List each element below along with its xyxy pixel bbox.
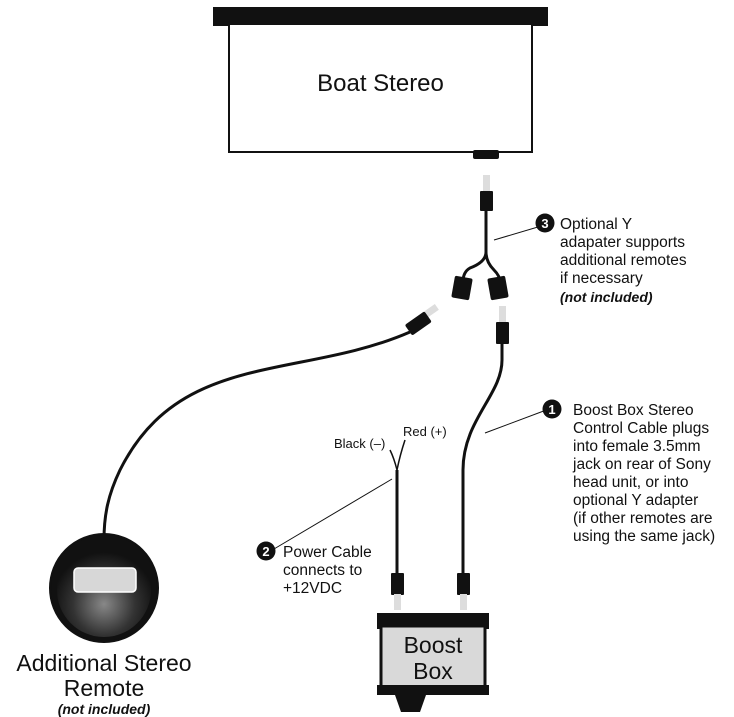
control-cable-top-tip [499, 306, 506, 324]
callout-2-line: +12VDC [283, 580, 343, 597]
black-wire-end [389, 449, 398, 471]
remote-cable-wire [102, 330, 411, 541]
callout-3-line: Optional Y [560, 216, 633, 233]
callout-3-line: adapater supports [560, 234, 685, 251]
badge-1: 1 [542, 399, 562, 419]
boost-box-line: Boost [403, 632, 463, 658]
callout-1-line: into female 3.5mm [573, 438, 701, 455]
boost-box-foot [395, 695, 426, 712]
stereo-rear-jack [473, 150, 499, 159]
badge-2: 2 [256, 541, 276, 561]
red-wire-label: Red (+) [403, 424, 447, 439]
boost-box [377, 613, 489, 712]
power-cable-tip [394, 594, 401, 610]
control-cable-wire [461, 343, 504, 575]
callout-1-line: optional Y adapter [573, 492, 699, 509]
leader-line-1 [484, 408, 550, 434]
power-cable-plug [391, 573, 404, 595]
badge-3: 3 [535, 213, 555, 233]
callout-3-line: additional remotes [560, 252, 687, 269]
badge-1-number: 1 [548, 402, 555, 417]
callout-1-line: (if other remotes are [573, 510, 713, 527]
remote-label-line: Additional Stereo [16, 650, 192, 676]
callout-1-line: Control Cable plugs [573, 420, 710, 437]
leader-line-2 [273, 478, 393, 550]
stereo-label: Boat Stereo [317, 70, 444, 97]
boost-box-label: Boost Box [381, 632, 485, 684]
y-adapter-top-plug [480, 191, 493, 211]
power-cable [389, 439, 406, 610]
boat-stereo [213, 7, 548, 159]
control-cable-bottom-tip [460, 594, 467, 610]
callout-1-text: Boost Box Stereo Control Cable plugs int… [573, 402, 731, 546]
y-adapter-top-tip [483, 175, 490, 193]
callout-3-note: (not included) [560, 289, 653, 305]
y-adapter [451, 175, 509, 301]
y-adapter-left-branch [461, 251, 488, 283]
control-cable-top-plug [496, 322, 509, 344]
remote-cable-plug [405, 311, 432, 335]
callout-3-text: Optional Y adapater supports additional … [560, 216, 730, 307]
control-cable [457, 306, 509, 610]
remote-label: Additional Stereo Remote (not included) [0, 651, 208, 717]
remote-note: (not included) [57, 701, 151, 717]
callout-2-line: connects to [283, 562, 363, 579]
badge-3-number: 3 [541, 216, 548, 231]
callout-1-line: head unit, or into [573, 474, 689, 491]
remote-cable [102, 303, 439, 541]
leader-lines [273, 223, 550, 550]
callout-1-line: jack on rear of Sony [573, 456, 711, 473]
red-wire-end [396, 439, 406, 471]
black-wire-label: Black (–) [334, 436, 386, 451]
stereo-top-bezel [213, 7, 548, 26]
badge-2-number: 2 [262, 544, 269, 559]
callout-3-line: if necessary [560, 270, 643, 287]
callout-1-line: Boost Box Stereo [573, 402, 694, 419]
remote-label-line: Remote [63, 675, 145, 701]
y-adapter-right-plug [487, 275, 509, 301]
y-adapter-left-plug [451, 275, 473, 301]
stereo-body [228, 23, 533, 153]
additional-remote [49, 533, 159, 643]
boost-box-line: Box [413, 658, 453, 684]
boost-box-bottom-band [377, 685, 489, 695]
boost-box-body [379, 624, 487, 690]
callout-2-text: Power Cable connects to +12VDC [283, 544, 393, 598]
control-cable-bottom-plug [457, 573, 470, 595]
remote-display [73, 567, 137, 593]
callout-2-line: Power Cable [283, 544, 372, 561]
callout-1-line: using the same jack) [573, 528, 716, 545]
